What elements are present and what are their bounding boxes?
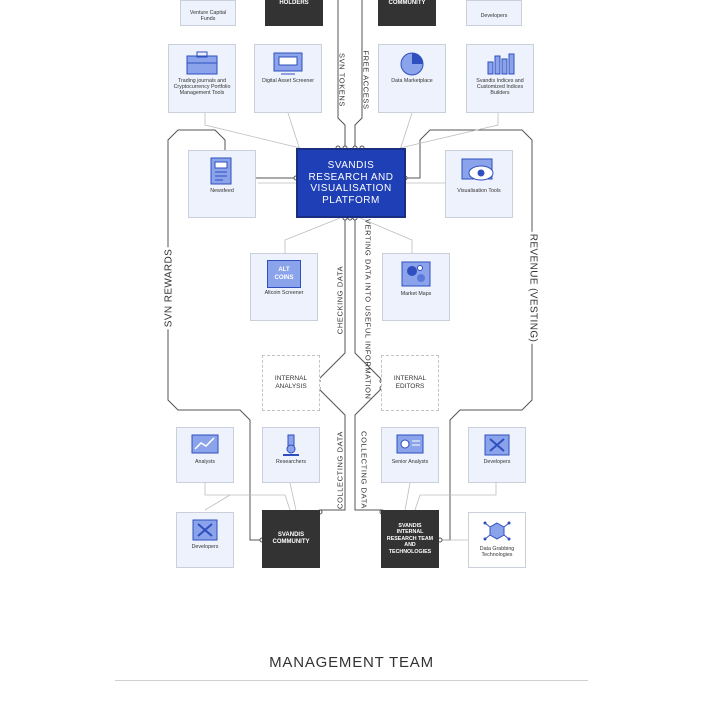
developers-top-label: Developers: [480, 12, 508, 19]
trunk-low-right: [354, 387, 383, 511]
svn-tokens-label: SVN TOKENS: [337, 52, 347, 108]
developers-right-label: Developers: [483, 459, 511, 465]
briefcase-icon: [186, 51, 218, 75]
trunk-top-right: [354, 0, 363, 148]
tools-icon: [484, 434, 510, 456]
node-developers-top: Developers: [466, 0, 522, 26]
svandis-community-box: SVANDIS COMMUNITY: [262, 510, 320, 568]
eye-chart-icon: [461, 158, 494, 181]
node-digital-asset-screener: Digital Asset Screener: [254, 44, 322, 113]
node-newsfeed: Newsfeed: [188, 150, 256, 218]
holders-label: HOLDERS: [279, 0, 309, 6]
screener-icon: [273, 52, 303, 75]
developers-left-label: Developers: [191, 544, 219, 550]
node-market-maps: Market Maps: [382, 253, 450, 321]
heading-divider: [115, 680, 588, 681]
digital-asset-screener-label: Digital Asset Screener: [261, 78, 315, 84]
microscope-icon: [283, 434, 299, 456]
node-venture-capital-funds: Venture Capital Funds: [180, 0, 236, 26]
bubble-map-icon: [401, 261, 431, 287]
alt-badge-line-2: COINS: [274, 275, 294, 281]
svandis-indices-label: Svandis Indices and Customized Indices B…: [476, 78, 524, 97]
analysis-chart-icon: [396, 434, 424, 454]
line-chart-icon: [191, 434, 219, 454]
internal-editors-label: INTERNAL EDITORS: [393, 375, 427, 390]
altcoin-icon: ALT COINS: [267, 260, 301, 288]
converting-data-label: CONVERTING DATA INTO USEFUL INFORMATION: [363, 200, 373, 400]
data-grabbing-label: Data Grabbing Technologies: [479, 546, 515, 559]
tools-icon: [192, 519, 218, 541]
node-developers-left: Developers: [176, 512, 234, 568]
market-maps-label: Market Maps: [400, 291, 432, 297]
node-visualisation-tools: Visualisation Tools: [445, 150, 513, 218]
researchers-label: Researchers: [275, 459, 307, 465]
community-label: COMMUNITY: [388, 0, 426, 6]
venture-capital-funds-label: Venture Capital Funds: [189, 9, 227, 22]
svandis-community-label: SVANDIS COMMUNITY: [272, 532, 310, 545]
newspaper-icon: [210, 157, 232, 185]
community-box: COMMUNITY: [378, 0, 436, 26]
trunk-mid-right: [354, 218, 383, 381]
revenue-vesting-label: REVENUE (VESTING): [527, 231, 539, 345]
bar-chart-icon: [487, 53, 515, 75]
newsfeed-label: Newsfeed: [210, 188, 234, 194]
holders-box: HOLDERS: [265, 0, 323, 26]
node-svandis-indices: Svandis Indices and Customized Indices B…: [466, 44, 534, 113]
free-access-label: FREE ACCESS: [361, 50, 371, 110]
internal-editors-box: INTERNAL EDITORS: [381, 355, 439, 411]
altcoin-screener-label: Altcoin Screener: [264, 290, 304, 296]
alt-badge-line-1: ALT: [278, 267, 290, 273]
node-senior-analysts: Senior Analysts: [381, 427, 439, 483]
trading-journals-label: Trading journals and Cryptocurrency Port…: [173, 78, 231, 97]
svandis-platform-box: SVANDIS RESEARCH AND VISUALISATION PLATF…: [296, 148, 406, 218]
checking-data-label: CHECKING DATA: [335, 265, 345, 335]
node-data-marketplace: Data Marketplace: [378, 44, 446, 113]
internal-analysis-box: INTERNAL ANALYSIS: [262, 355, 320, 411]
visualisation-tools-label: Visualisation Tools: [457, 188, 501, 194]
cube-network-icon: [483, 521, 511, 541]
analysts-label: Analysts: [194, 459, 216, 465]
node-altcoin-screener: ALT COINS Altcoin Screener: [250, 253, 318, 321]
node-developers-right: Developers: [468, 427, 526, 483]
svn-rewards-label: SVN REWARDS: [163, 246, 175, 330]
senior-analysts-label: Senior Analysts: [391, 459, 429, 465]
internal-analysis-label: INTERNAL ANALYSIS: [274, 375, 308, 390]
data-marketplace-label: Data Marketplace: [391, 78, 433, 84]
svandis-internal-label: SVANDIS INTERNAL RESEARCH TEAM AND TECHN…: [386, 522, 434, 555]
pie-chart-icon: [400, 52, 424, 76]
collecting-data-right-label: COLLECTING DATA: [359, 431, 369, 509]
svandis-platform-label: SVANDIS RESEARCH AND VISUALISATION PLATF…: [308, 160, 394, 206]
node-trading-journals: Trading journals and Cryptocurrency Port…: [168, 44, 236, 113]
collecting-data-left-label: COLLECTING DATA: [335, 431, 345, 509]
management-team-heading: MANAGEMENT TEAM: [269, 654, 434, 671]
trunk-low-left: [317, 387, 346, 511]
trunk-mid-left: [317, 218, 346, 381]
trunk-top-left: [337, 0, 346, 148]
node-data-grabbing: Data Grabbing Technologies: [468, 512, 526, 568]
node-analysts: Analysts: [176, 427, 234, 483]
svandis-internal-box: SVANDIS INTERNAL RESEARCH TEAM AND TECHN…: [381, 510, 439, 568]
node-researchers: Researchers: [262, 427, 320, 483]
